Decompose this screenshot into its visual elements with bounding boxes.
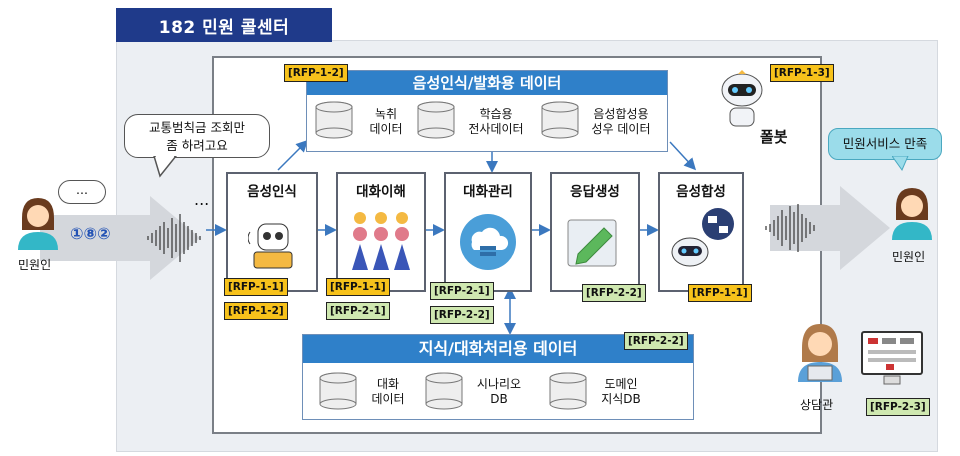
asr-robot-icon <box>248 223 293 269</box>
input-arrow <box>40 196 200 280</box>
rfp-tag: [RFP-1-1] <box>224 278 288 296</box>
module-response-generation: 응답생성 <box>550 172 640 292</box>
store-item-label: 학습용 전사데이터 <box>468 107 524 136</box>
citizen-right-label: 민원인 <box>892 250 926 264</box>
rfp-tag: [RFP-1-2] <box>224 302 288 320</box>
satisfaction-bubble-tail <box>892 156 909 172</box>
store-item-label: 대화 데이터 <box>371 377 405 406</box>
rfp-tag: [RFP-2-2] <box>624 332 688 350</box>
diagram-title: 182 민원 콜센터 <box>116 8 332 42</box>
ellipsis-speech-bubble: ... <box>58 180 106 204</box>
rfp-tag: [RFP-1-2] <box>284 64 348 82</box>
rfp-tag: [RFP-2-2] <box>582 284 646 302</box>
input-waveform-icon <box>147 214 201 262</box>
edit-icon <box>567 219 617 267</box>
speech-data-store: 음성인식/발화용 데이터 <box>306 70 668 152</box>
people-icon <box>352 212 410 270</box>
store-item-label: 녹취 데이터 <box>369 107 403 136</box>
tts-robot-icon <box>671 208 734 267</box>
ellipsis-text: ... <box>194 190 210 209</box>
module-label: 대화관리 <box>463 184 513 200</box>
counselor-avatar <box>798 324 842 382</box>
satisfaction-bubble: 민원서비스 만족 <box>828 128 942 160</box>
speech-data-store-title: 음성인식/발화용 데이터 <box>307 71 667 95</box>
polbot-robot-icon <box>721 70 763 127</box>
rfp-tag: [RFP-2-1] <box>326 302 390 320</box>
module-label: 음성인식 <box>247 184 297 200</box>
counselor-label: 상담관 <box>800 398 834 412</box>
rfp-tag: [RFP-1-3] <box>770 64 834 82</box>
rfp-tag: [RFP-1-1] <box>688 284 752 302</box>
monitor-icon <box>861 331 923 385</box>
dial-number: ①⑧② <box>70 224 111 243</box>
speech-bubble-tail <box>153 156 177 178</box>
citizen-right-avatar <box>892 188 932 240</box>
module-speech-recognition: 음성인식 <box>226 172 318 292</box>
module-dialogue-management: 대화관리 <box>444 172 532 292</box>
cloud-server-icon <box>460 214 516 270</box>
rfp-tag: [RFP-1-1] <box>326 278 390 296</box>
rfp-tag: [RFP-2-1] <box>430 282 494 300</box>
module-label: 대화이해 <box>356 184 406 200</box>
polbot-label: 폴봇 <box>760 128 788 146</box>
citizen-left-avatar <box>18 198 58 250</box>
module-label: 응답생성 <box>570 184 620 200</box>
rfp-tag: [RFP-2-3] <box>866 398 930 416</box>
citizen-speech-bubble: 교통범칙금 조회만 좀 하려고요 <box>124 114 270 158</box>
rfp-tag: [RFP-2-2] <box>430 306 494 324</box>
output-arrow <box>770 186 890 270</box>
store-item-label: 시나리오 DB <box>476 377 522 406</box>
module-dialogue-understanding: 대화이해 <box>336 172 426 292</box>
citizen-left-label: 민원인 <box>18 258 52 272</box>
module-label: 음성합성 <box>676 184 726 200</box>
store-item-label: 음성합성용 성우 데이터 <box>591 107 651 136</box>
store-item-label: 도메인 지식DB <box>601 377 641 406</box>
module-speech-synthesis: 음성합성 <box>658 172 744 292</box>
output-waveform-icon <box>765 204 815 252</box>
